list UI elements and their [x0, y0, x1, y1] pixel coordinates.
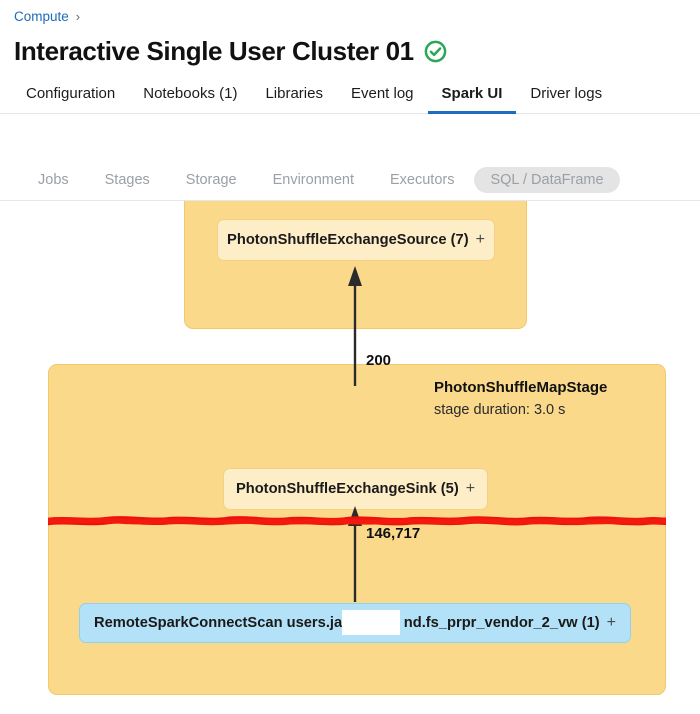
- subnav-item-storage[interactable]: Storage: [185, 172, 237, 188]
- node-photon-shuffle-exchange-sink[interactable]: PhotonShuffleExchangeSink (5) +: [223, 468, 488, 510]
- subnav-item-stages[interactable]: Stages: [104, 172, 150, 188]
- page-header: Interactive Single User Cluster 01: [0, 26, 700, 67]
- tab-notebooks[interactable]: Notebooks (1): [143, 85, 238, 102]
- subnav-item-executors[interactable]: Executors: [390, 172, 455, 188]
- subnav-item-environment[interactable]: Environment: [272, 172, 354, 188]
- stage-name-label: PhotonShuffleMapStage: [434, 379, 608, 396]
- node-label-prefix: RemoteSparkConnectScan users.ja: [94, 615, 343, 631]
- breadcrumb-separator-icon: ›: [75, 9, 81, 24]
- node-expand-icon[interactable]: +: [606, 614, 616, 631]
- tab-event-log[interactable]: Event log: [350, 85, 414, 102]
- node-expand-icon[interactable]: +: [465, 480, 476, 497]
- page-title: Interactive Single User Cluster 01: [14, 36, 414, 66]
- stage-meta-photon-shuffle-map-stage: PhotonShuffleMapStage stage duration: 3.…: [434, 378, 607, 420]
- spark-subnav: Jobs Stages Storage Environment Executor…: [0, 160, 700, 201]
- edge-label-rows-200: 200: [366, 352, 392, 369]
- node-label: PhotonShuffleExchangeSource (7): [227, 232, 469, 248]
- query-plan-graph: PhotonShuffleMapStage stage duration: 3.…: [0, 190, 700, 714]
- redaction-overlay: [342, 610, 400, 635]
- breadcrumb: Compute ›: [0, 0, 700, 26]
- tab-libraries[interactable]: Libraries: [265, 85, 323, 102]
- node-label-suffix: nd.fs_prpr_vendor_2_vw (1): [403, 615, 600, 631]
- subnav-item-jobs[interactable]: Jobs: [38, 172, 69, 188]
- edge-label-rows-146717: 146,717: [366, 525, 421, 542]
- node-expand-icon[interactable]: +: [475, 231, 485, 248]
- tab-driver-logs[interactable]: Driver logs: [530, 85, 603, 102]
- node-label: PhotonShuffleExchangeSink (5): [235, 481, 459, 497]
- tab-spark-ui[interactable]: Spark UI: [427, 85, 517, 114]
- check-circle-icon: [424, 40, 447, 63]
- tab-configuration[interactable]: Configuration: [26, 85, 116, 102]
- node-photon-shuffle-exchange-source[interactable]: PhotonShuffleExchangeSource (7) +: [217, 219, 495, 261]
- breadcrumb-link-compute[interactable]: Compute: [14, 9, 69, 24]
- stage-duration-label: stage duration: 3.0 s: [434, 402, 566, 418]
- subnav-item-sql-dataframe[interactable]: SQL / DataFrame: [474, 167, 620, 193]
- cluster-tabs: Configuration Notebooks (1) Libraries Ev…: [0, 67, 700, 114]
